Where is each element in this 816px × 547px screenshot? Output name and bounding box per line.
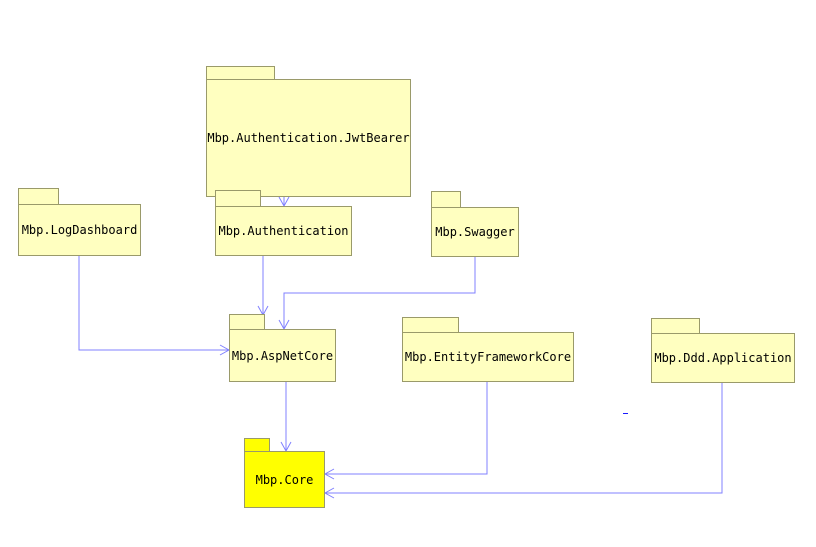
package-label: Mbp.AspNetCore: [229, 329, 336, 382]
package-label: Mbp.Swagger: [431, 207, 519, 257]
dep-efcore-to-core: [325, 382, 488, 475]
package-tab: [229, 314, 265, 330]
package-tab: [206, 66, 275, 80]
arrow-efcore-to-core: [323, 468, 335, 480]
package-tab: [244, 438, 270, 452]
package-label: Mbp.Core: [244, 451, 325, 508]
dep-logdash-to-aspnet: [78, 256, 229, 351]
package-label: Mbp.Authentication.JwtBearer: [206, 79, 411, 197]
package-label: Mbp.Ddd.Application: [651, 333, 795, 383]
arrow-dddapp-to-core: [323, 487, 335, 499]
package-label: Mbp.Authentication: [215, 206, 352, 256]
dep-swagger-to-aspnet: [283, 257, 476, 329]
package-tab: [402, 317, 459, 333]
package-tab: [215, 190, 261, 207]
package-tab: [431, 191, 461, 208]
package-label: Mbp.LogDashboard: [18, 204, 141, 256]
package-tab: [651, 318, 700, 334]
stray-mark: [623, 413, 628, 414]
package-tab: [18, 188, 59, 205]
package-label: Mbp.EntityFrameworkCore: [402, 332, 574, 382]
dep-dddapp-to-core: [325, 383, 723, 494]
